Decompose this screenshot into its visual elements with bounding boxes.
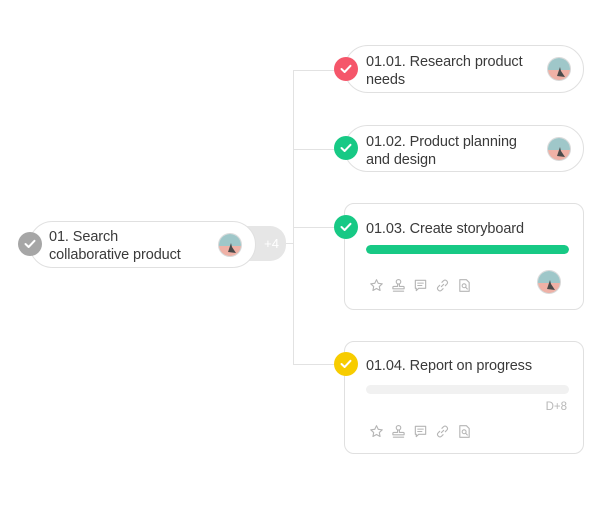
file-search-icon[interactable] xyxy=(456,423,472,439)
subtask-4-progress-bar xyxy=(366,385,569,394)
stamp-icon[interactable] xyxy=(390,423,406,439)
link-icon[interactable] xyxy=(434,277,450,293)
subtask-2-title: 01.02. Product planning and design xyxy=(366,133,517,169)
subtask-1-title-line1: 01.01. Research product xyxy=(366,54,523,70)
tree-connector-stub xyxy=(284,243,294,244)
tree-connector-branch-1 xyxy=(293,70,335,71)
subtask-1-title-line2: needs xyxy=(366,72,406,88)
subtask-card-3[interactable]: 01.03. Create storyboard xyxy=(344,203,584,310)
subtask-2-title-line1: 01.02. Product planning xyxy=(366,134,517,150)
root-task-title: 01. Search collaborative product xyxy=(49,228,181,264)
star-icon[interactable] xyxy=(368,423,384,439)
subtask-3-progress-fill xyxy=(366,245,569,254)
subtask-3-status-check-icon[interactable] xyxy=(334,215,358,239)
subtask-1-assignee-avatar[interactable] xyxy=(547,57,571,81)
file-search-icon[interactable] xyxy=(456,277,472,293)
subtask-4-due-label: D+8 xyxy=(545,401,567,413)
tree-connector-branch-2 xyxy=(293,149,335,150)
subtask-card-1[interactable]: 01.01. Research product needs xyxy=(344,45,584,93)
subtask-card-2[interactable]: 01.02. Product planning and design xyxy=(344,125,584,172)
subtask-2-status-check-icon[interactable] xyxy=(334,136,358,160)
avatar-image xyxy=(548,58,570,80)
subtask-1-status-check-icon[interactable] xyxy=(334,57,358,81)
root-task-card[interactable]: 01. Search collaborative product xyxy=(29,221,256,268)
hidden-subtasks-label: +4 xyxy=(264,236,279,251)
star-icon[interactable] xyxy=(368,277,384,293)
subtask-4-action-bar xyxy=(368,423,472,439)
stamp-icon[interactable] xyxy=(390,277,406,293)
root-task-assignee-avatar[interactable] xyxy=(218,233,242,257)
subtask-card-4[interactable]: 01.04. Report on progress D+8 xyxy=(344,341,584,454)
avatar-image xyxy=(219,234,241,256)
subtask-3-title: 01.03. Create storyboard xyxy=(366,221,524,237)
root-task-status-check-icon[interactable] xyxy=(18,232,42,256)
avatar-image xyxy=(538,271,560,293)
root-task-title-line1: 01. Search xyxy=(49,229,119,245)
subtask-2-assignee-avatar[interactable] xyxy=(547,137,571,161)
comment-icon[interactable] xyxy=(412,277,428,293)
subtask-4-title: 01.04. Report on progress xyxy=(366,358,532,374)
tree-connector-branch-3 xyxy=(293,227,335,228)
tree-connector-branch-4 xyxy=(293,364,335,365)
subtask-3-assignee-avatar[interactable] xyxy=(537,270,561,294)
avatar-image xyxy=(548,138,570,160)
subtask-3-action-bar xyxy=(368,277,472,293)
tree-connector-trunk xyxy=(293,70,294,365)
subtask-1-title: 01.01. Research product needs xyxy=(366,53,523,89)
root-task-title-line2: collaborative product xyxy=(49,247,181,263)
subtask-2-title-line2: and design xyxy=(366,152,436,168)
comment-icon[interactable] xyxy=(412,423,428,439)
link-icon[interactable] xyxy=(434,423,450,439)
subtask-4-status-check-icon[interactable] xyxy=(334,352,358,376)
subtask-3-progress-bar xyxy=(366,245,569,254)
